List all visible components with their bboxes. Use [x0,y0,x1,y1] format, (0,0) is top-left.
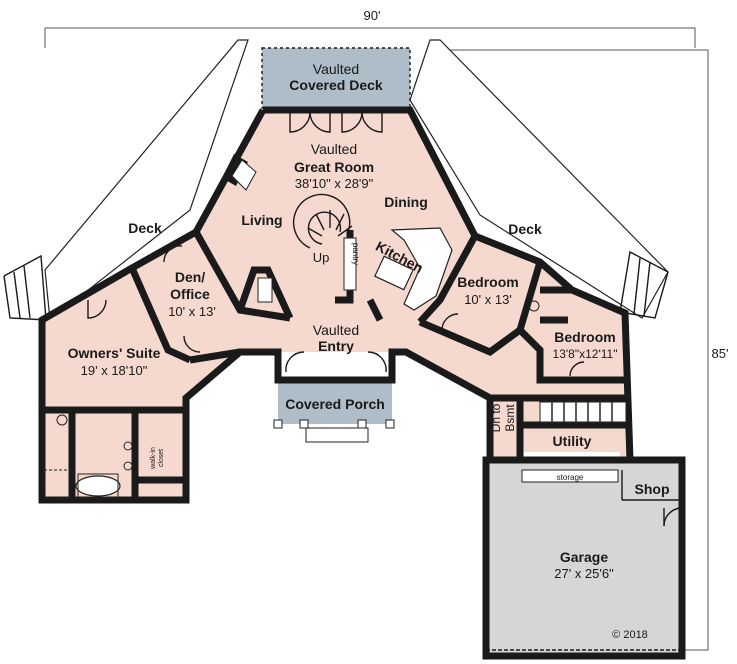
owners-suite-size: 19' x 18'10" [81,363,148,378]
depth-dimension: 85' [712,346,729,361]
bedroom-2-label: Bedroom [554,329,615,345]
den-label-2: Office [170,286,210,302]
deck-left [44,39,249,322]
covered-porch [278,380,392,424]
bedroom-2-size: 13'8"x12'11" [553,347,618,361]
storage-label: storage [557,473,584,482]
garage-floor [486,460,682,656]
covered-deck-label-1: Vaulted [313,61,359,77]
owners-suite-label: Owners' Suite [68,345,161,361]
living-label: Living [241,212,282,228]
doors [87,111,585,377]
spiral-staircase [293,193,353,249]
dimension-lines [44,27,709,651]
covered-porch-label: Covered Porch [285,396,385,412]
walk-in-closet-label-2: closet [158,449,165,467]
copyright: © 2018 [612,629,648,641]
basement-stair-label-1: Dn to [489,403,503,432]
basement-stairs [539,401,627,423]
dining-label: Dining [384,194,428,210]
garage-label: Garage [560,549,608,565]
deck-railing-left [3,254,47,321]
den-label-1: Den/ [175,269,205,285]
great-room-size: 38'10" x 28'9" [295,176,374,191]
bedroom-1-label: Bedroom [457,274,518,290]
entry-label-1: Vaulted [313,322,359,338]
width-dimension: 90' [364,8,381,23]
deck-right-label: Deck [508,221,542,237]
covered-deck [262,48,410,108]
bath-fixtures [43,277,540,499]
kitchen-counter [390,227,453,311]
great-room-label-2: Great Room [294,159,374,175]
entry-label-2: Entry [318,338,354,354]
main-floor [42,110,630,500]
basement-stair-label-2: Bsmt [503,404,517,432]
shop-label: Shop [635,481,670,497]
garage-size: 27' x 25'6" [554,566,614,581]
utility-label: Utility [553,433,592,449]
great-room-label-1: Vaulted [311,141,357,157]
pantry-label: pantry [351,243,360,265]
den-size: 10' x 13' [168,304,216,319]
deck-left-label: Deck [128,220,162,236]
porch-posts [273,419,395,443]
covered-deck-label-2: Covered Deck [289,77,383,93]
kitchen-island [374,255,414,291]
walk-in-closet-label-1: walk-in [150,447,157,470]
stair-up-label: Up [313,250,330,265]
bedroom-1-size: 10' x 13' [464,292,512,307]
